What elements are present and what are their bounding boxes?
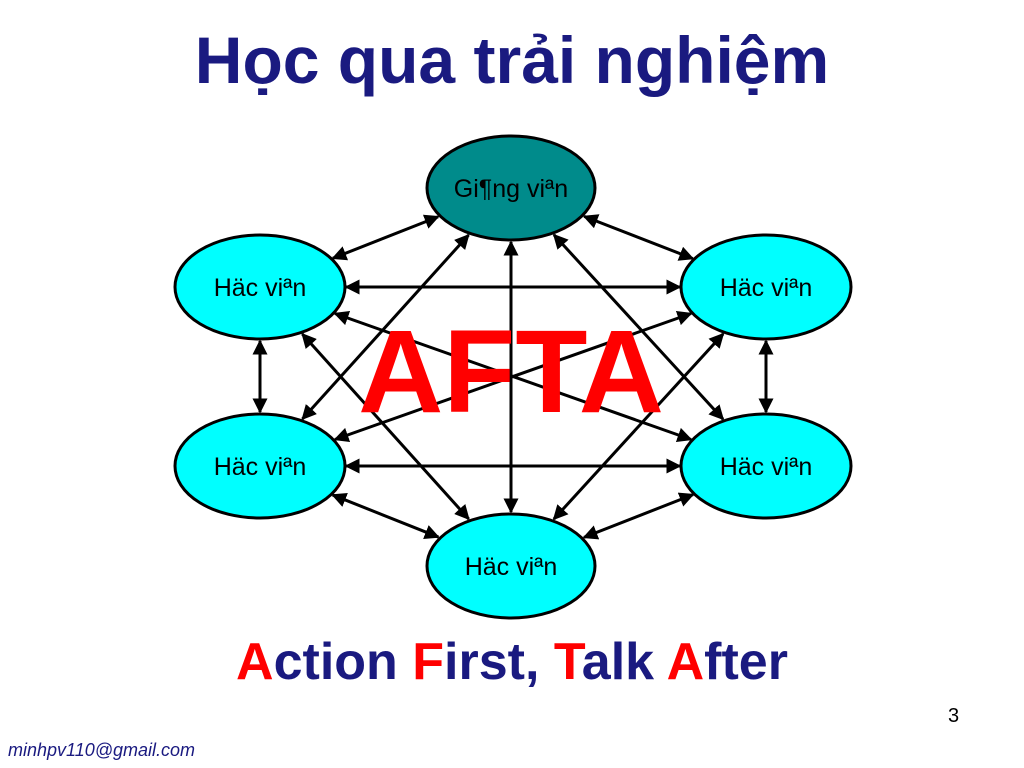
- node-teacher: Gi¶ng viªn: [425, 134, 597, 242]
- node-teacher-label: Gi¶ng viªn: [454, 175, 568, 203]
- subtitle-initial-1: F: [412, 633, 445, 691]
- afta-center-text: AFTA: [358, 306, 664, 438]
- page-number: 3: [948, 705, 960, 727]
- arrow-ll-b: [331, 492, 440, 540]
- node-student-upper-left: Häc viªn: [173, 233, 347, 341]
- node-student-bottom: Häc viªn: [425, 512, 597, 620]
- footer-email: minhpv110@gmail.com: [8, 740, 196, 760]
- node-student-lower-right-label: Häc viªn: [720, 453, 813, 481]
- subtitle-word-1: irst,: [444, 633, 554, 691]
- afta-expansion: Action First, Talk After: [0, 632, 1024, 692]
- subtitle-word-3: fter: [704, 633, 788, 691]
- node-student-lower-left: Häc viªn: [173, 412, 347, 520]
- arrow-lr-b: [582, 492, 695, 540]
- arrow-t-ur: [582, 214, 695, 261]
- node-student-bottom-label: Häc viªn: [465, 553, 558, 581]
- subtitle-word-2: alk: [581, 633, 667, 691]
- arrow-t-ul: [331, 214, 440, 261]
- connection-arrows: [252, 214, 774, 540]
- node-student-lower-right: Häc viªn: [679, 412, 853, 520]
- subtitle-initial-3: A: [666, 633, 705, 691]
- slide-title: Học qua trải nghiệm: [194, 23, 830, 97]
- subtitle-initial-2: T: [553, 633, 582, 691]
- subtitle-word-0: ction: [273, 633, 413, 691]
- node-student-lower-left-label: Häc viªn: [214, 453, 307, 481]
- node-student-upper-right: Häc viªn: [679, 233, 853, 341]
- subtitle-initial-0: A: [236, 633, 274, 691]
- node-student-upper-left-label: Häc viªn: [214, 274, 307, 302]
- arrow-ur-b: [552, 332, 725, 521]
- node-student-upper-right-label: Häc viªn: [720, 274, 813, 302]
